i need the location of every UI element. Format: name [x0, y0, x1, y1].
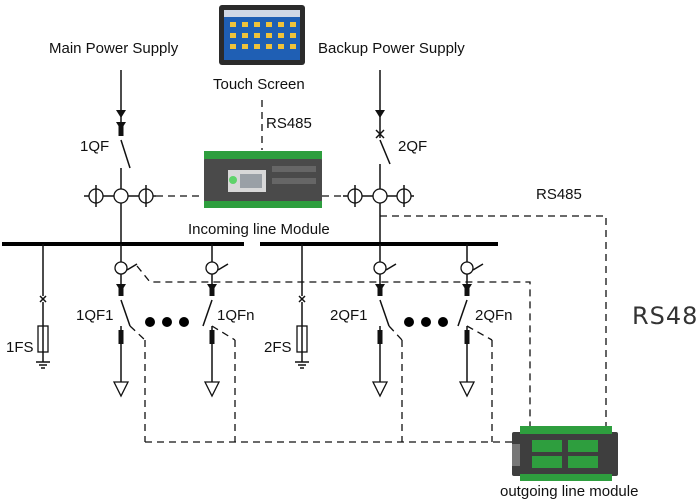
feeder-2qfn-label: 2QFn [475, 307, 513, 324]
fuse-branch-1fs [36, 244, 50, 369]
feeder-1qfn-label: 1QFn [217, 307, 255, 324]
feeder-1qf1-label: 1QF1 [76, 307, 114, 324]
feeder-ellipsis-left [145, 317, 189, 327]
feeder-2qf1 [371, 244, 397, 398]
incoming-line-module-device [204, 151, 322, 208]
breaker-1qf-label: 1QF [80, 138, 109, 155]
fuse-2fs-label: 2FS [264, 339, 292, 356]
feeder-1qfn [202, 244, 229, 398]
outgoing-line-module-label: outgoing line module [500, 483, 638, 500]
touch-screen-device [219, 5, 305, 65]
incoming-line-module-label: Incoming line Module [188, 221, 330, 238]
breaker-2qf-label: 2QF [398, 138, 427, 155]
feeder-2qfn [457, 244, 484, 398]
main-power-supply-label: Main Power Supply [49, 40, 179, 57]
rs485-wiring [129, 100, 607, 443]
main-incoming-line [116, 70, 131, 244]
fuse-1fs-label: 1FS [6, 339, 34, 356]
backup-incoming-line [375, 70, 391, 244]
fuse-branch-2fs [295, 244, 309, 369]
rs485-label-top: RS485 [266, 115, 312, 132]
feeder-ellipsis-right [404, 317, 448, 327]
incoming-ct-right [343, 185, 414, 207]
feeder-2qf1-label: 2QF1 [330, 307, 368, 324]
touch-screen-label: Touch Screen [213, 76, 305, 93]
outgoing-line-module-device [512, 426, 618, 481]
feeder-1qf1 [112, 244, 138, 398]
backup-power-supply-label: Backup Power Supply [318, 40, 465, 57]
rs485-label-large: RS485 [632, 302, 700, 330]
incoming-ct-left [84, 185, 156, 207]
rs485-label-right: RS485 [536, 186, 582, 203]
